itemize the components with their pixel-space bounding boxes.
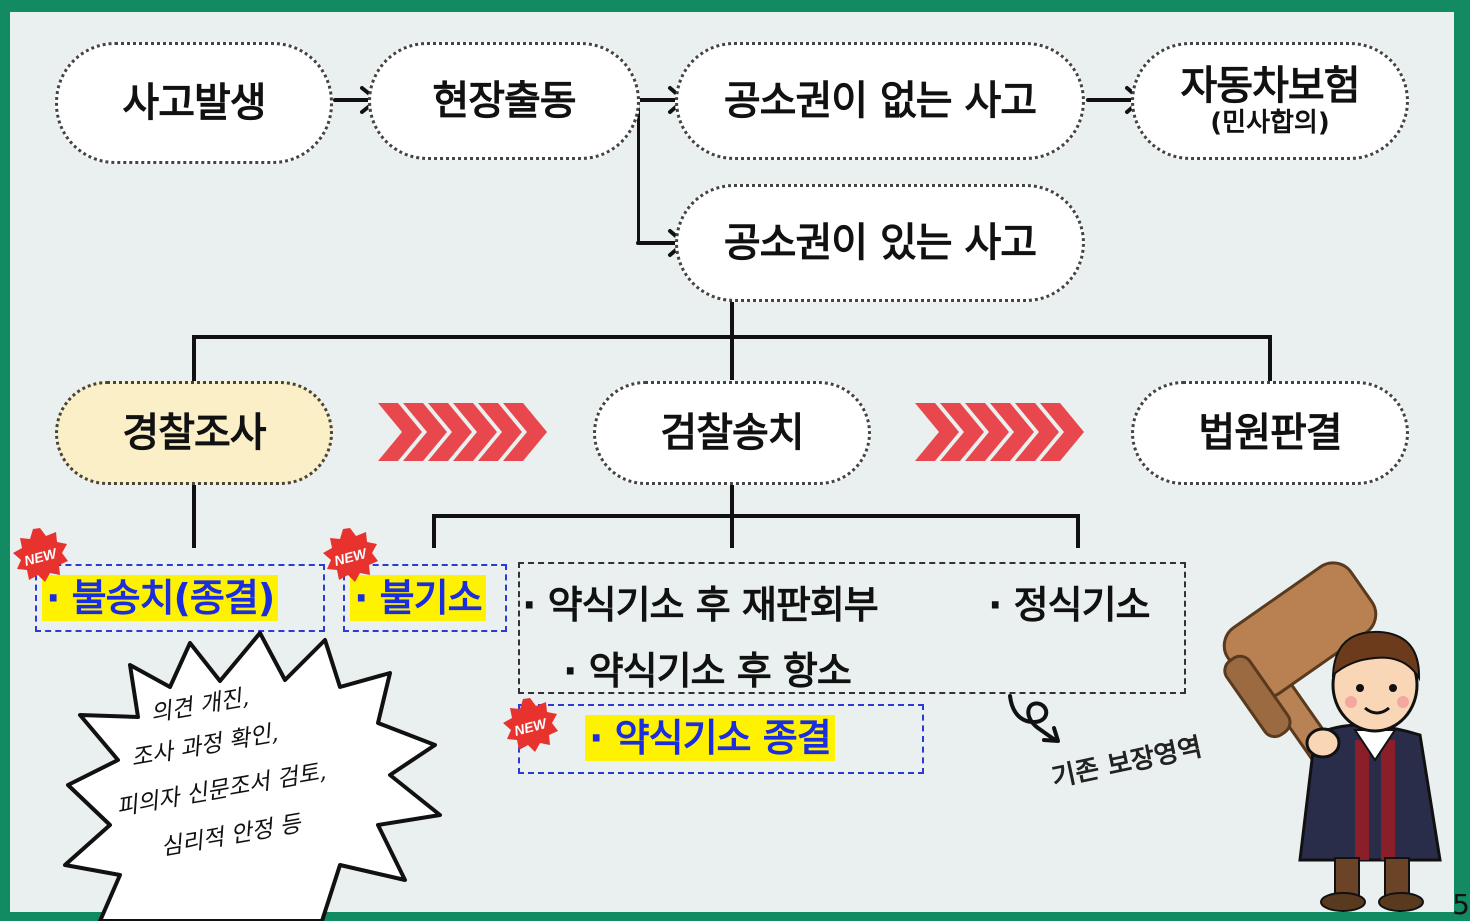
- non-referral-box: [35, 564, 325, 632]
- formal-indictment-text: · 정식기소: [988, 583, 1151, 627]
- insurance-label: 자동차보험: [1180, 63, 1361, 109]
- page-number: 5: [1452, 888, 1470, 921]
- non-indictment-text: · 불기소: [350, 575, 486, 621]
- connector: [1268, 335, 1272, 383]
- prosecutor-label: 검찰송치: [660, 410, 804, 456]
- police-investigation-node: 경찰조사: [55, 381, 333, 485]
- new-badge-icon: NEW: [13, 528, 68, 582]
- dispatch-label: 현장출동: [432, 78, 576, 124]
- insurance-sub-label: (민사합의): [1210, 108, 1330, 138]
- prosecutor-referral-node: 검찰송치: [593, 381, 871, 485]
- accident-node: 사고발생: [55, 42, 333, 164]
- court-label: 법원판결: [1198, 410, 1342, 456]
- court-judgment-node: 법원판결: [1131, 381, 1409, 485]
- connector: [637, 97, 640, 243]
- connector: [730, 300, 734, 380]
- connector: [192, 484, 196, 548]
- police-label: 경찰조사: [122, 410, 266, 456]
- chevron-arrows-left: [378, 403, 547, 461]
- prosecution-label: 공소권이 있는 사고: [723, 220, 1037, 266]
- summary-appeal-text: · 약식기소 후 항소: [563, 649, 852, 693]
- insurance-node: 자동차보험 (민사합의): [1131, 42, 1409, 160]
- connector: [1076, 514, 1080, 548]
- connector: [432, 514, 1080, 518]
- prosecution-node: 공소권이 있는 사고: [675, 184, 1085, 302]
- connector: [192, 335, 1270, 339]
- summary-end-text: · 약식기소 종결: [585, 715, 835, 761]
- burst-bubble-icon: [63, 631, 442, 921]
- new-badge-icon: NEW: [323, 528, 378, 582]
- summary-trial-text: · 약식기소 후 재판회부: [522, 583, 879, 627]
- no-prosecution-label: 공소권이 없는 사고: [723, 78, 1037, 124]
- curl-arrow: [1008, 694, 1060, 743]
- existing-coverage-box: [518, 562, 1186, 694]
- dispatch-node: 현장출동: [368, 42, 640, 160]
- judge-illustration-icon: [1222, 561, 1442, 912]
- non-referral-text: · 불송치(종결): [42, 575, 279, 621]
- chevron-arrows-right: [915, 403, 1084, 461]
- non-indictment-box: [343, 564, 507, 632]
- connector: [432, 514, 436, 548]
- connector: [192, 335, 196, 383]
- no-prosecution-node: 공소권이 없는 사고: [675, 42, 1085, 160]
- new-badge-icon: NEW: [503, 698, 558, 752]
- accident-label: 사고발생: [122, 80, 266, 126]
